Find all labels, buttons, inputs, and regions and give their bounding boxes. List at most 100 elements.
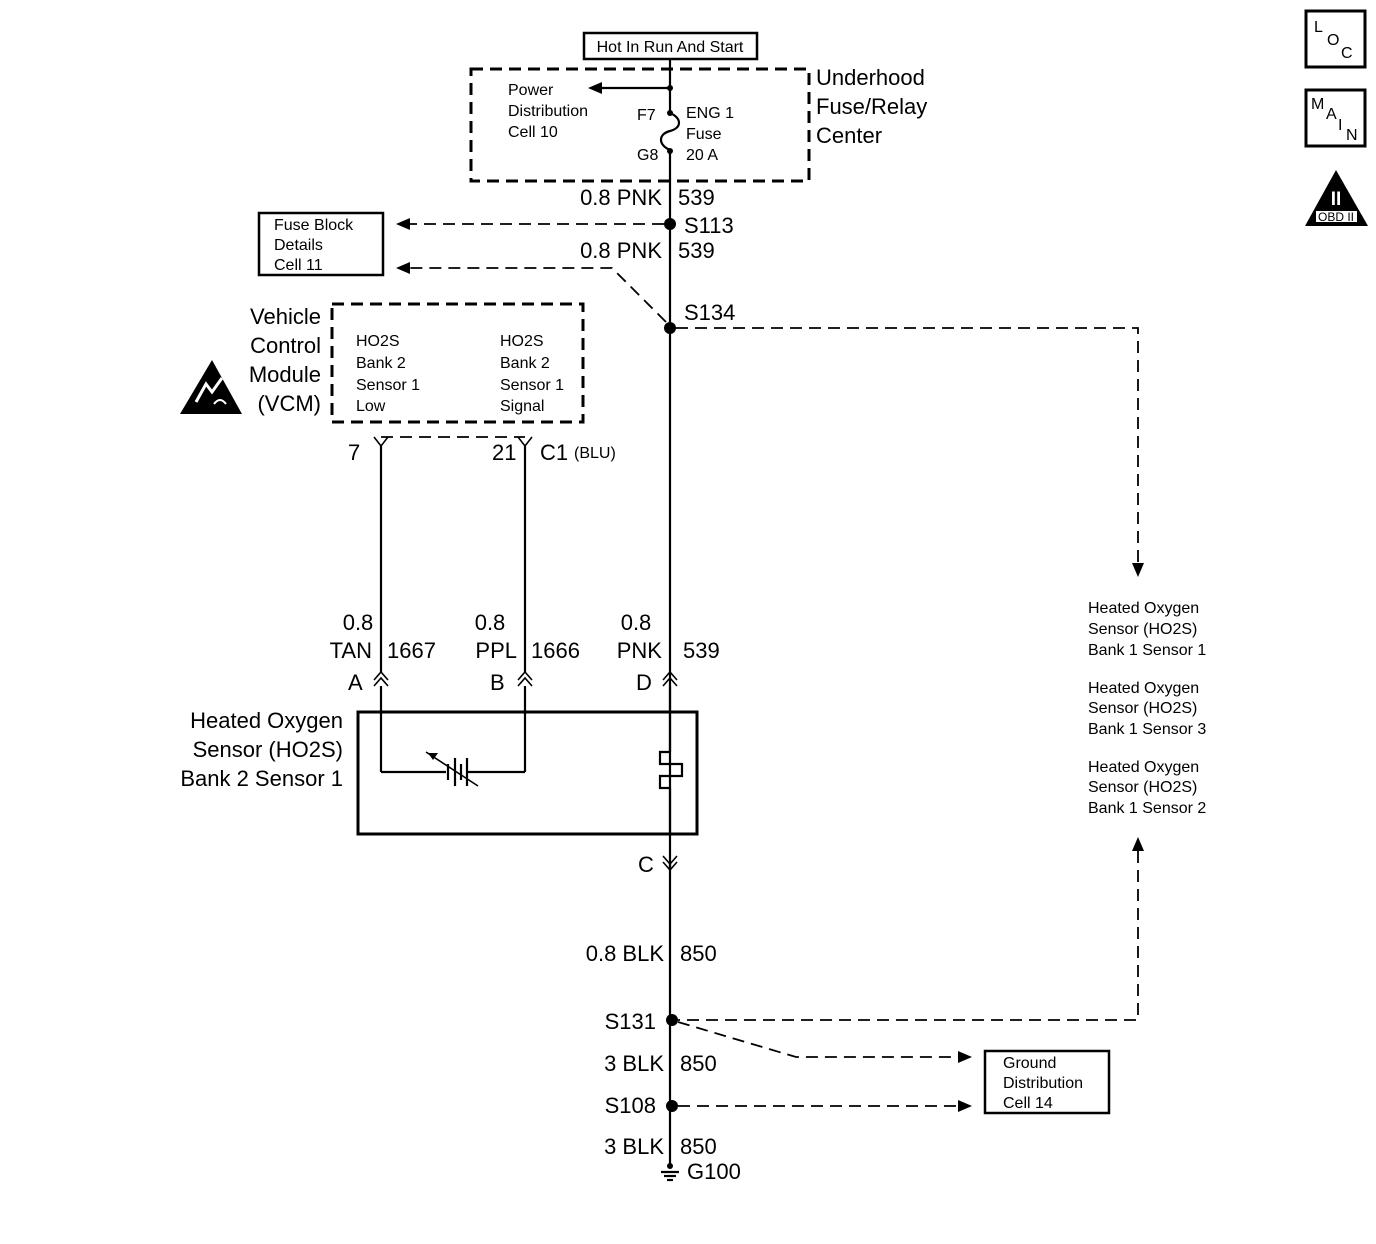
main-icon: M A I N (1304, 88, 1367, 148)
sensor-term-a: A (348, 670, 363, 695)
ground-g100: G100 (687, 1159, 741, 1184)
fuse-out-pin: G8 (637, 147, 658, 164)
ho2s-bank2-sensor1: Heated Oxygen Sensor (HO2S) Bank 2 Senso… (180, 686, 699, 836)
tan-gauge: 0.8 (343, 610, 374, 635)
fuse-block-line-3: Cell 11 (274, 257, 323, 274)
other-sensor-2-line-1: Heated Oxygen (1088, 680, 1199, 697)
blk1-circuit: 850 (680, 941, 717, 966)
fuse-name-1: ENG 1 (686, 105, 734, 122)
fuse-block-line-1: Fuse Block (274, 217, 354, 234)
svg-text:C: C (1341, 45, 1353, 62)
obd-ii-icon: II OBD II (1305, 170, 1368, 226)
fuse-icon (659, 111, 681, 152)
other-sensor-1-line-2: Sensor (HO2S) (1088, 621, 1197, 638)
vcm-pin-signal-2: Bank 2 (500, 355, 550, 372)
svg-text:OBD II: OBD II (1318, 210, 1354, 224)
ppl-circuit: 1666 (531, 638, 580, 663)
fuse-name-3: 20 A (686, 147, 718, 164)
vcm-title-2: Control (250, 333, 321, 358)
vcm-pin-low-3: Sensor 1 (356, 377, 420, 394)
heater-element-icon (658, 750, 684, 790)
ground-dist-line-2: Distribution (1003, 1075, 1083, 1092)
fuse-center-title-2: Fuse/Relay (816, 94, 927, 119)
other-sensor-3-line-3: Bank 1 Sensor 2 (1088, 800, 1206, 817)
svg-text:II: II (1331, 189, 1342, 210)
fuse-in-pin: F7 (637, 107, 656, 124)
splice-s131-dot (666, 1014, 678, 1026)
underhood-fuse-relay-center: Underhood Fuse/Relay Center Power Distri… (469, 65, 927, 183)
ppl-color: PPL (475, 638, 517, 663)
terminal-d-connector-icon (662, 670, 678, 687)
other-sensor-2-line-3: Bank 1 Sensor 3 (1088, 721, 1206, 738)
vcm-connector: C1 (540, 440, 568, 465)
vcm: Vehicle Control Module (VCM) HO2S Bank 2… (249, 302, 585, 424)
ground-icon (661, 1163, 679, 1182)
other-sensor-3-line-2: Sensor (HO2S) (1088, 779, 1197, 796)
sensor-title-3: Bank 2 Sensor 1 (180, 766, 343, 791)
arrow-left-icon (396, 218, 410, 230)
vcm-pin-low-1: HO2S (356, 333, 400, 350)
other-sensor-1-line-1: Heated Oxygen (1088, 600, 1199, 617)
fuse-block-details-ref: Fuse Block Details Cell 11 (257, 211, 385, 277)
esd-warning-icon (180, 360, 242, 414)
splice-s134-dot (664, 322, 676, 334)
power-source-label: Hot In Run And Start (582, 31, 759, 61)
svg-text:O: O (1327, 32, 1339, 49)
variable-cell-icon (425, 751, 479, 787)
arrow-up-icon (1132, 837, 1144, 851)
sensor-title-1: Heated Oxygen (190, 708, 343, 733)
sensor-term-d: D (636, 670, 652, 695)
other-sensor-2-line-2: Sensor (HO2S) (1088, 700, 1197, 717)
splice-s108: S108 (605, 1093, 656, 1118)
connector-pin-7-icon (373, 436, 389, 448)
pnk-color: PNK (617, 638, 663, 663)
fuse-center-title-3: Center (816, 123, 882, 148)
vcm-title-3: Module (249, 362, 321, 387)
vcm-title-4: (VCM) (257, 391, 321, 416)
wire1-circuit: 539 (678, 185, 715, 210)
splice-s113-dot (664, 218, 676, 230)
vcm-pin-signal-1: HO2S (500, 333, 544, 350)
blk1-gauge-color: 0.8 BLK (586, 941, 665, 966)
fuse-block-line-2: Details (274, 237, 323, 254)
power-dist-line-2: Distribution (508, 103, 588, 120)
arrow-left-icon (396, 262, 410, 274)
tan-circuit: 1667 (387, 638, 436, 663)
pnk-gauge: 0.8 (621, 610, 652, 635)
ppl-gauge: 0.8 (475, 610, 506, 635)
vcm-connector-color: (BLU) (574, 445, 616, 462)
splice-s134: S134 (684, 300, 735, 325)
power-dist-line-3: Cell 10 (508, 124, 558, 141)
ground-dist-line-1: Ground (1003, 1055, 1056, 1072)
loc-icon: L O C (1304, 9, 1367, 69)
fuse-name-2: Fuse (686, 126, 722, 143)
vcm-pin-21: 21 (492, 440, 516, 465)
svg-text:N: N (1346, 127, 1358, 144)
arrow-left-icon (588, 82, 602, 94)
sensor-term-c: C (638, 852, 654, 877)
terminal-b-connector-icon (517, 670, 533, 687)
vcm-pin-low-2: Bank 2 (356, 355, 406, 372)
arrow-down-icon (1132, 563, 1144, 577)
splice-s131: S131 (605, 1009, 656, 1034)
arrow-right-icon (958, 1100, 972, 1112)
arrow-right-icon (958, 1051, 972, 1063)
blk2-circuit: 850 (680, 1051, 717, 1076)
sensor-term-b: B (490, 670, 505, 695)
svg-text:I: I (1338, 117, 1342, 134)
vcm-pin-low-4: Low (356, 398, 386, 415)
wire2-gauge-color: 0.8 PNK (580, 238, 662, 263)
vcm-pin-signal-4: Signal (500, 398, 544, 415)
wire1-gauge-color: 0.8 PNK (580, 185, 662, 210)
fuse-center-title-1: Underhood (816, 65, 925, 90)
blk3-circuit: 850 (680, 1134, 717, 1159)
vcm-pin-7: 7 (348, 440, 360, 465)
power-source-text: Hot In Run And Start (597, 39, 744, 56)
ground-distribution-ref: Ground Distribution Cell 14 (983, 1049, 1111, 1115)
splice-s108-dot (666, 1100, 678, 1112)
blk2-gauge-color: 3 BLK (604, 1051, 664, 1076)
other-sensors-list: Heated Oxygen Sensor (HO2S) Bank 1 Senso… (1088, 600, 1206, 817)
svg-text:A: A (1326, 106, 1337, 123)
splice-s113: S113 (684, 213, 734, 238)
